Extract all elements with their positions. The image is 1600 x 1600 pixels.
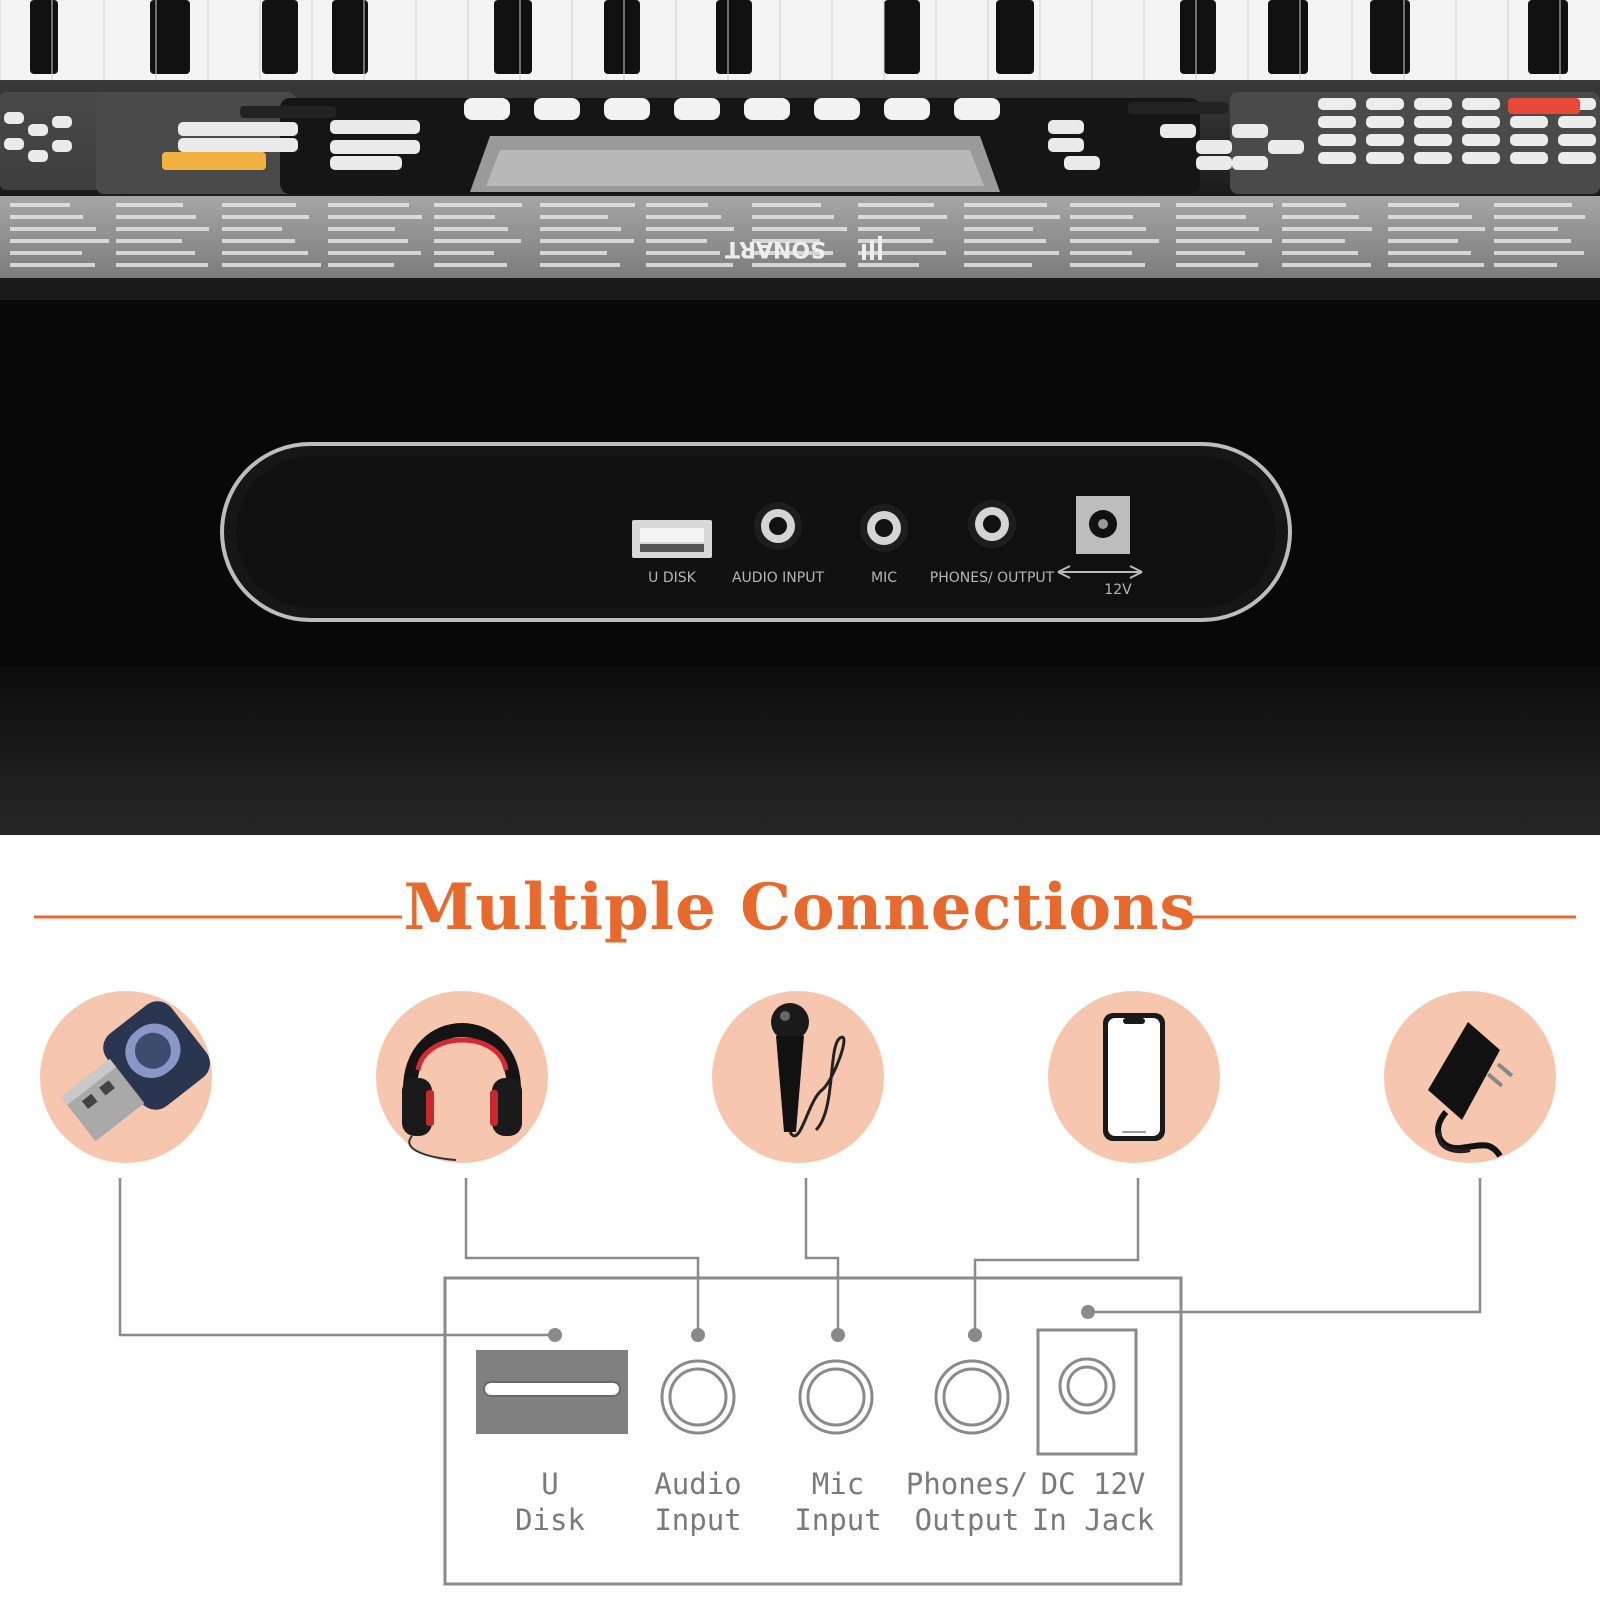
headphones-icon [402,1023,522,1161]
black-keys [0,0,1568,80]
brand-text: SONART [725,236,826,261]
port-label-audio-input: Audio Input [613,1466,783,1538]
headphone-jack-icon [968,500,1016,548]
sonart-logo: SONART [725,236,882,261]
connector-phones-output [973,1178,1140,1335]
headline: Multiple Connections [403,870,1197,945]
smartphone-icon [1103,1013,1165,1141]
power-adapter-icon [1428,1022,1514,1158]
diagram-dc-jack-icon [1036,1328,1138,1456]
mic-jack-icon [860,504,908,552]
connector-mic-input [804,1178,840,1335]
orange-button [162,152,266,170]
microphone-icon [771,1003,846,1138]
port-label-phones-output: Phones/ Output [882,1466,1052,1538]
diagram-jack-icons [660,1328,1138,1456]
usb-drive-icon [61,1001,210,1142]
device-smartphone [1048,991,1220,1163]
white-keys [0,0,1600,82]
photo-port-label: AUDIO INPUT [732,570,824,586]
audio-jack-icon [754,502,802,550]
usb-port-icon [632,520,712,558]
voice-list-text [10,203,1585,267]
port-label-line: Output [914,1503,1020,1537]
photo-port-label: PHONES/ OUTPUT [930,570,1055,586]
photo-port-label: MIC [871,570,897,586]
keyboard-photo: SONART [0,0,1600,835]
keyboard-base [0,665,1600,835]
port-label-line: Audio [654,1467,742,1501]
device-usb [40,991,212,1163]
device-headphones [376,991,548,1163]
connector-dc-jack [1088,1178,1482,1314]
connector-lines [118,1178,1482,1337]
port-label-mic-input: Mic Input [753,1466,923,1538]
photo-port-label: U DISK [648,570,696,586]
port-label-dc-jack: DC 12V In Jack [1008,1466,1178,1538]
port-label-line: DC 12V [1040,1467,1146,1501]
port-label-line: Mic [811,1467,865,1501]
connector-usb [118,1178,555,1337]
port-label-line: Input [794,1503,882,1537]
port-label-line: Phones/ [905,1467,1029,1501]
port-label-line: U [541,1467,559,1501]
dc-jack-icon [1057,496,1143,579]
port-label-line: Disk [515,1503,585,1537]
connector-audio-input [464,1178,700,1335]
diagram-usb-port-icon [476,1350,628,1434]
port-panel-diagram [443,1276,1183,1586]
device-power-adapter [1384,991,1556,1163]
red-button [1508,98,1580,114]
diagram-audio-jack-icon [660,1359,736,1435]
device-microphone [712,991,884,1163]
port-label-u-disk: U Disk [465,1466,635,1538]
diagram-mic-jack-icon [798,1359,874,1435]
photo-port-label: 12V [1104,582,1132,598]
port-label-line: Input [654,1503,742,1537]
port-label-line: In Jack [1031,1503,1155,1537]
diagram-phones-jack-icon [934,1359,1010,1435]
